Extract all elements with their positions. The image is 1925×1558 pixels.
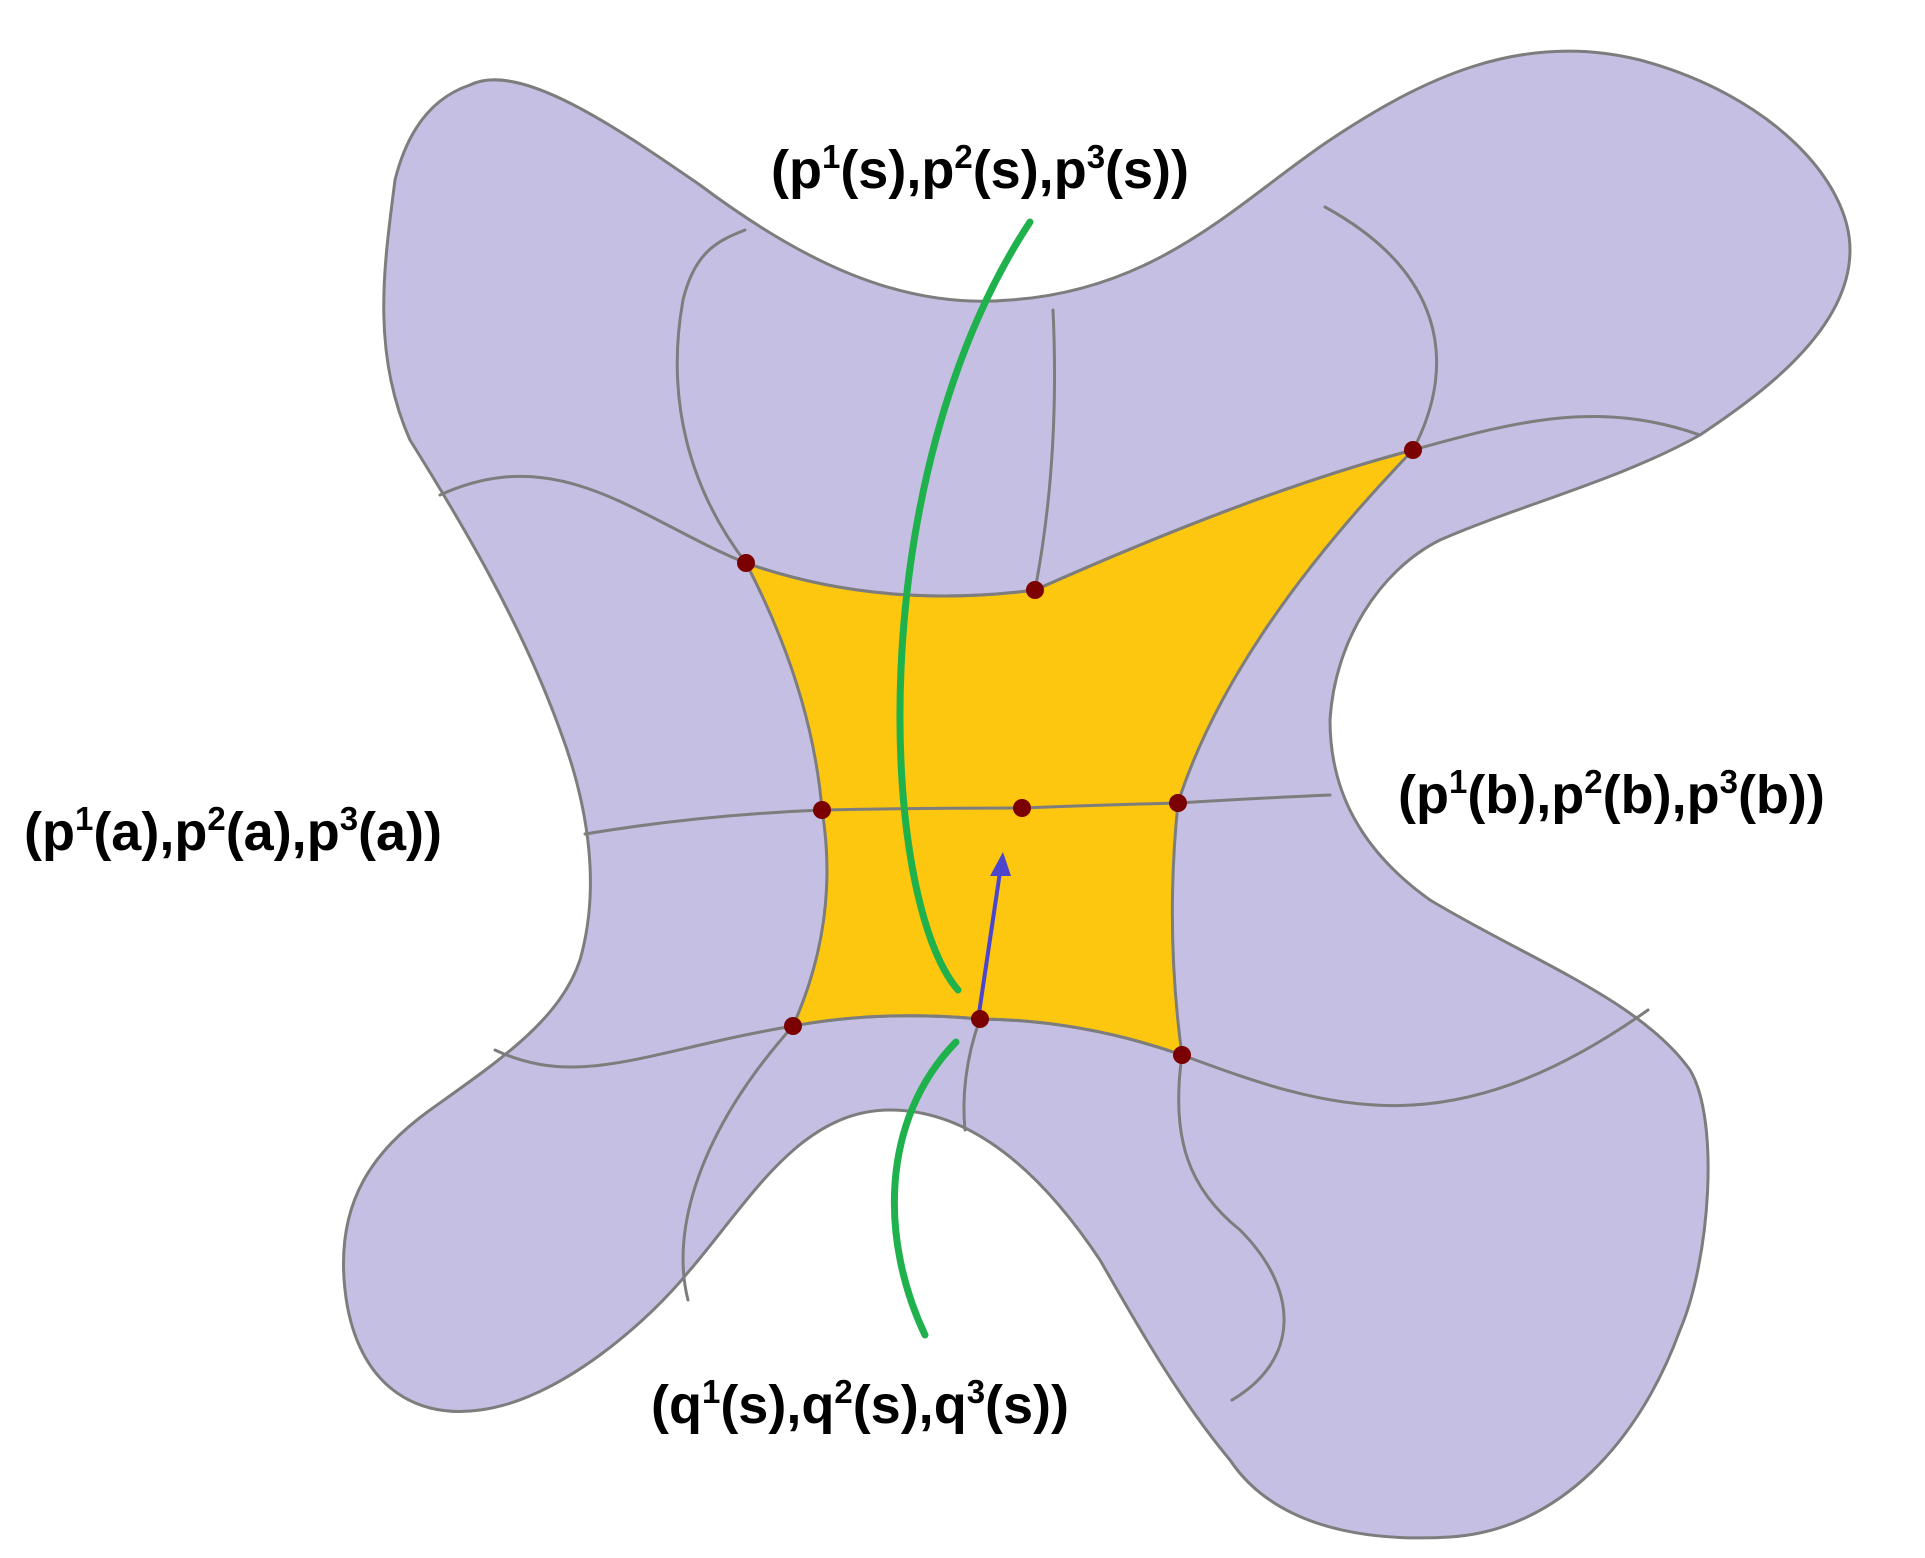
tangent-vector <box>976 852 1011 1022</box>
grid-line <box>675 228 748 565</box>
grid-line <box>681 1024 795 1302</box>
label-text: (a),p <box>225 802 340 862</box>
grid-point <box>1173 1046 1191 1064</box>
grid-point <box>1169 794 1187 812</box>
superscript: 3 <box>966 1373 986 1410</box>
grid-point <box>737 554 755 572</box>
label-text: (p <box>771 140 822 200</box>
curve-q-of-s <box>890 1038 960 1339</box>
label-text: (s),q <box>720 1375 835 1435</box>
grid-line <box>791 1014 982 1028</box>
grid-line <box>978 1017 1184 1057</box>
curve-p-of-s <box>896 218 1034 994</box>
label-text: (s),q <box>852 1375 967 1435</box>
grid-point <box>813 801 831 819</box>
grid-line <box>493 1024 795 1069</box>
label-text: (s)) <box>985 1375 1070 1435</box>
grid-point <box>784 1017 802 1035</box>
label-text: (s),p <box>972 140 1087 200</box>
label-p-of-a: (p1(a),p2(a),p3(a)) <box>24 802 443 862</box>
grid-point <box>1026 581 1044 599</box>
label-text: (b)) <box>1737 765 1825 825</box>
grid-line <box>962 1017 982 1132</box>
label-text: (p <box>1398 765 1449 825</box>
grid-line <box>1176 793 1332 805</box>
grid-line <box>1411 414 1702 452</box>
grid-line <box>1033 448 1415 592</box>
superscript: 1 <box>821 138 841 175</box>
label-text: (b),p <box>1467 765 1585 825</box>
grid-line <box>1033 308 1057 592</box>
grid-line <box>1180 1008 1650 1108</box>
grid-line <box>1020 801 1180 810</box>
grid-line <box>820 806 1024 812</box>
grid-points <box>737 441 1422 1064</box>
grid-point <box>1013 799 1031 817</box>
label-p-of-s: (p1(s),p2(s),p3(s)) <box>771 140 1190 200</box>
superscript: 2 <box>207 800 226 837</box>
grid-line <box>583 808 824 836</box>
label-q-of-s: (q1(s),q2(s),q3(s)) <box>651 1375 1070 1435</box>
superscript: 2 <box>1584 763 1603 800</box>
grid-point <box>1404 441 1422 459</box>
label-text: (b),p <box>1602 765 1720 825</box>
grid-line <box>1323 205 1439 452</box>
grid-line <box>744 561 1037 598</box>
label-text: (a),p <box>93 802 208 862</box>
superscript: 3 <box>1086 138 1106 175</box>
superscript: 1 <box>1448 763 1468 800</box>
superscript: 3 <box>339 800 359 837</box>
superscript: 2 <box>834 1373 853 1410</box>
grid-lines <box>438 205 1702 1402</box>
superscript: 1 <box>74 800 94 837</box>
label-text: (p <box>24 802 75 862</box>
label-text: (s)) <box>1105 140 1190 200</box>
grid-line <box>438 474 748 565</box>
label-text: (s),p <box>840 140 955 200</box>
superscript: 3 <box>1719 763 1738 800</box>
label-text: (q <box>651 1375 702 1435</box>
grid-point <box>971 1010 989 1028</box>
grid-line <box>1177 1053 1286 1402</box>
label-text: (a)) <box>358 802 443 862</box>
superscript: 2 <box>954 138 973 175</box>
label-p-of-b: (p1(b),p2(b),p3(b)) <box>1398 765 1825 825</box>
superscript: 1 <box>701 1373 721 1410</box>
